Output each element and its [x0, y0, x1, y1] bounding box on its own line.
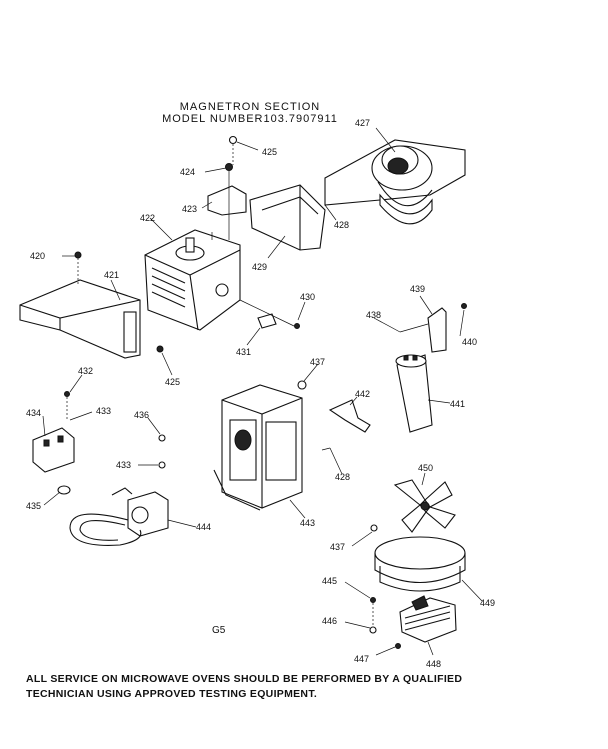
- callout-420: 420: [30, 251, 45, 261]
- callout-437-upper: 437: [310, 357, 325, 367]
- callout-440: 440: [462, 337, 477, 347]
- part-422-magnetron: [144, 229, 241, 331]
- callout-446: 446: [322, 616, 337, 626]
- part-445-screw: [370, 597, 376, 603]
- page-code: G5: [212, 625, 226, 636]
- callout-430: 430: [300, 292, 315, 302]
- part-429-air-duct: [249, 184, 326, 251]
- callout-449: 449: [480, 598, 495, 608]
- callout-433-right: 433: [116, 460, 131, 470]
- callout-445: 445: [322, 576, 337, 586]
- service-notice: ALL SERVICE ON MICROWAVE OVENS SHOULD BE…: [26, 672, 546, 702]
- callout-441: 441: [450, 399, 465, 409]
- part-437-washer: [297, 380, 307, 390]
- callout-428-lower: 428: [335, 472, 350, 482]
- callout-429: 429: [252, 262, 267, 272]
- callout-442: 442: [355, 389, 370, 399]
- part-427-blower-motor: [324, 139, 466, 225]
- model-number: MODEL NUMBER103.7907911: [162, 113, 338, 125]
- part-425-screw-lower: [156, 345, 164, 353]
- part-425-screw-top: [228, 135, 238, 165]
- callout-427: 427: [355, 118, 370, 128]
- callout-421: 421: [104, 270, 119, 280]
- notice-line-1: ALL SERVICE ON MICROWAVE OVENS SHOULD BE…: [26, 673, 463, 685]
- part-443-high-voltage-transformer: [213, 384, 303, 511]
- part-441-capacitor: [395, 354, 433, 433]
- callout-443: 443: [300, 518, 315, 528]
- notice-line-2: TECHNICIAN USING APPROVED TESTING EQUIPM…: [26, 688, 318, 700]
- part-446-screw: [369, 626, 377, 634]
- callout-437-lower: 437: [330, 542, 345, 552]
- callout-448: 448: [426, 659, 441, 669]
- callout-422: 422: [140, 213, 155, 223]
- callout-433-left: 433: [96, 406, 111, 416]
- leader-lines: [42, 127, 483, 656]
- callout-424: 424: [180, 167, 195, 177]
- callout-447: 447: [354, 654, 369, 664]
- part-442-capacitor-clamp: [328, 399, 371, 433]
- part-449-fan-shroud: [374, 536, 466, 592]
- callout-428-upper: 428: [334, 220, 349, 230]
- part-450-fan-blade: [393, 479, 456, 533]
- callout-436: 436: [134, 410, 149, 420]
- part-423-bracket: [207, 163, 247, 240]
- callout-435: 435: [26, 501, 41, 511]
- callout-439: 439: [410, 284, 425, 294]
- callout-425-lower: 425: [165, 377, 180, 387]
- callout-423: 423: [182, 204, 197, 214]
- part-448-fan-motor: [399, 595, 457, 643]
- part-447-screw: [395, 643, 401, 649]
- part-434-interlock-switch: [32, 391, 166, 495]
- callout-425-top: 425: [262, 147, 277, 157]
- callout-432: 432: [78, 366, 93, 376]
- part-444-turntable-motor: [69, 487, 169, 546]
- callout-438: 438: [366, 310, 381, 320]
- callout-labels: 425 424 423 422 420 421 427 428 429 430 …: [26, 118, 495, 669]
- part-431-thermal-protector: [239, 299, 300, 329]
- part-437-washer-lower: [370, 524, 378, 532]
- callout-431: 431: [236, 347, 251, 357]
- callout-444: 444: [196, 522, 211, 532]
- callout-434: 434: [26, 408, 41, 418]
- callout-450: 450: [418, 463, 433, 473]
- diagram-title: MAGNETRON SECTION: [179, 101, 321, 113]
- part-439-capacitor-bracket: [399, 303, 467, 353]
- part-421-waveguide: [19, 251, 141, 359]
